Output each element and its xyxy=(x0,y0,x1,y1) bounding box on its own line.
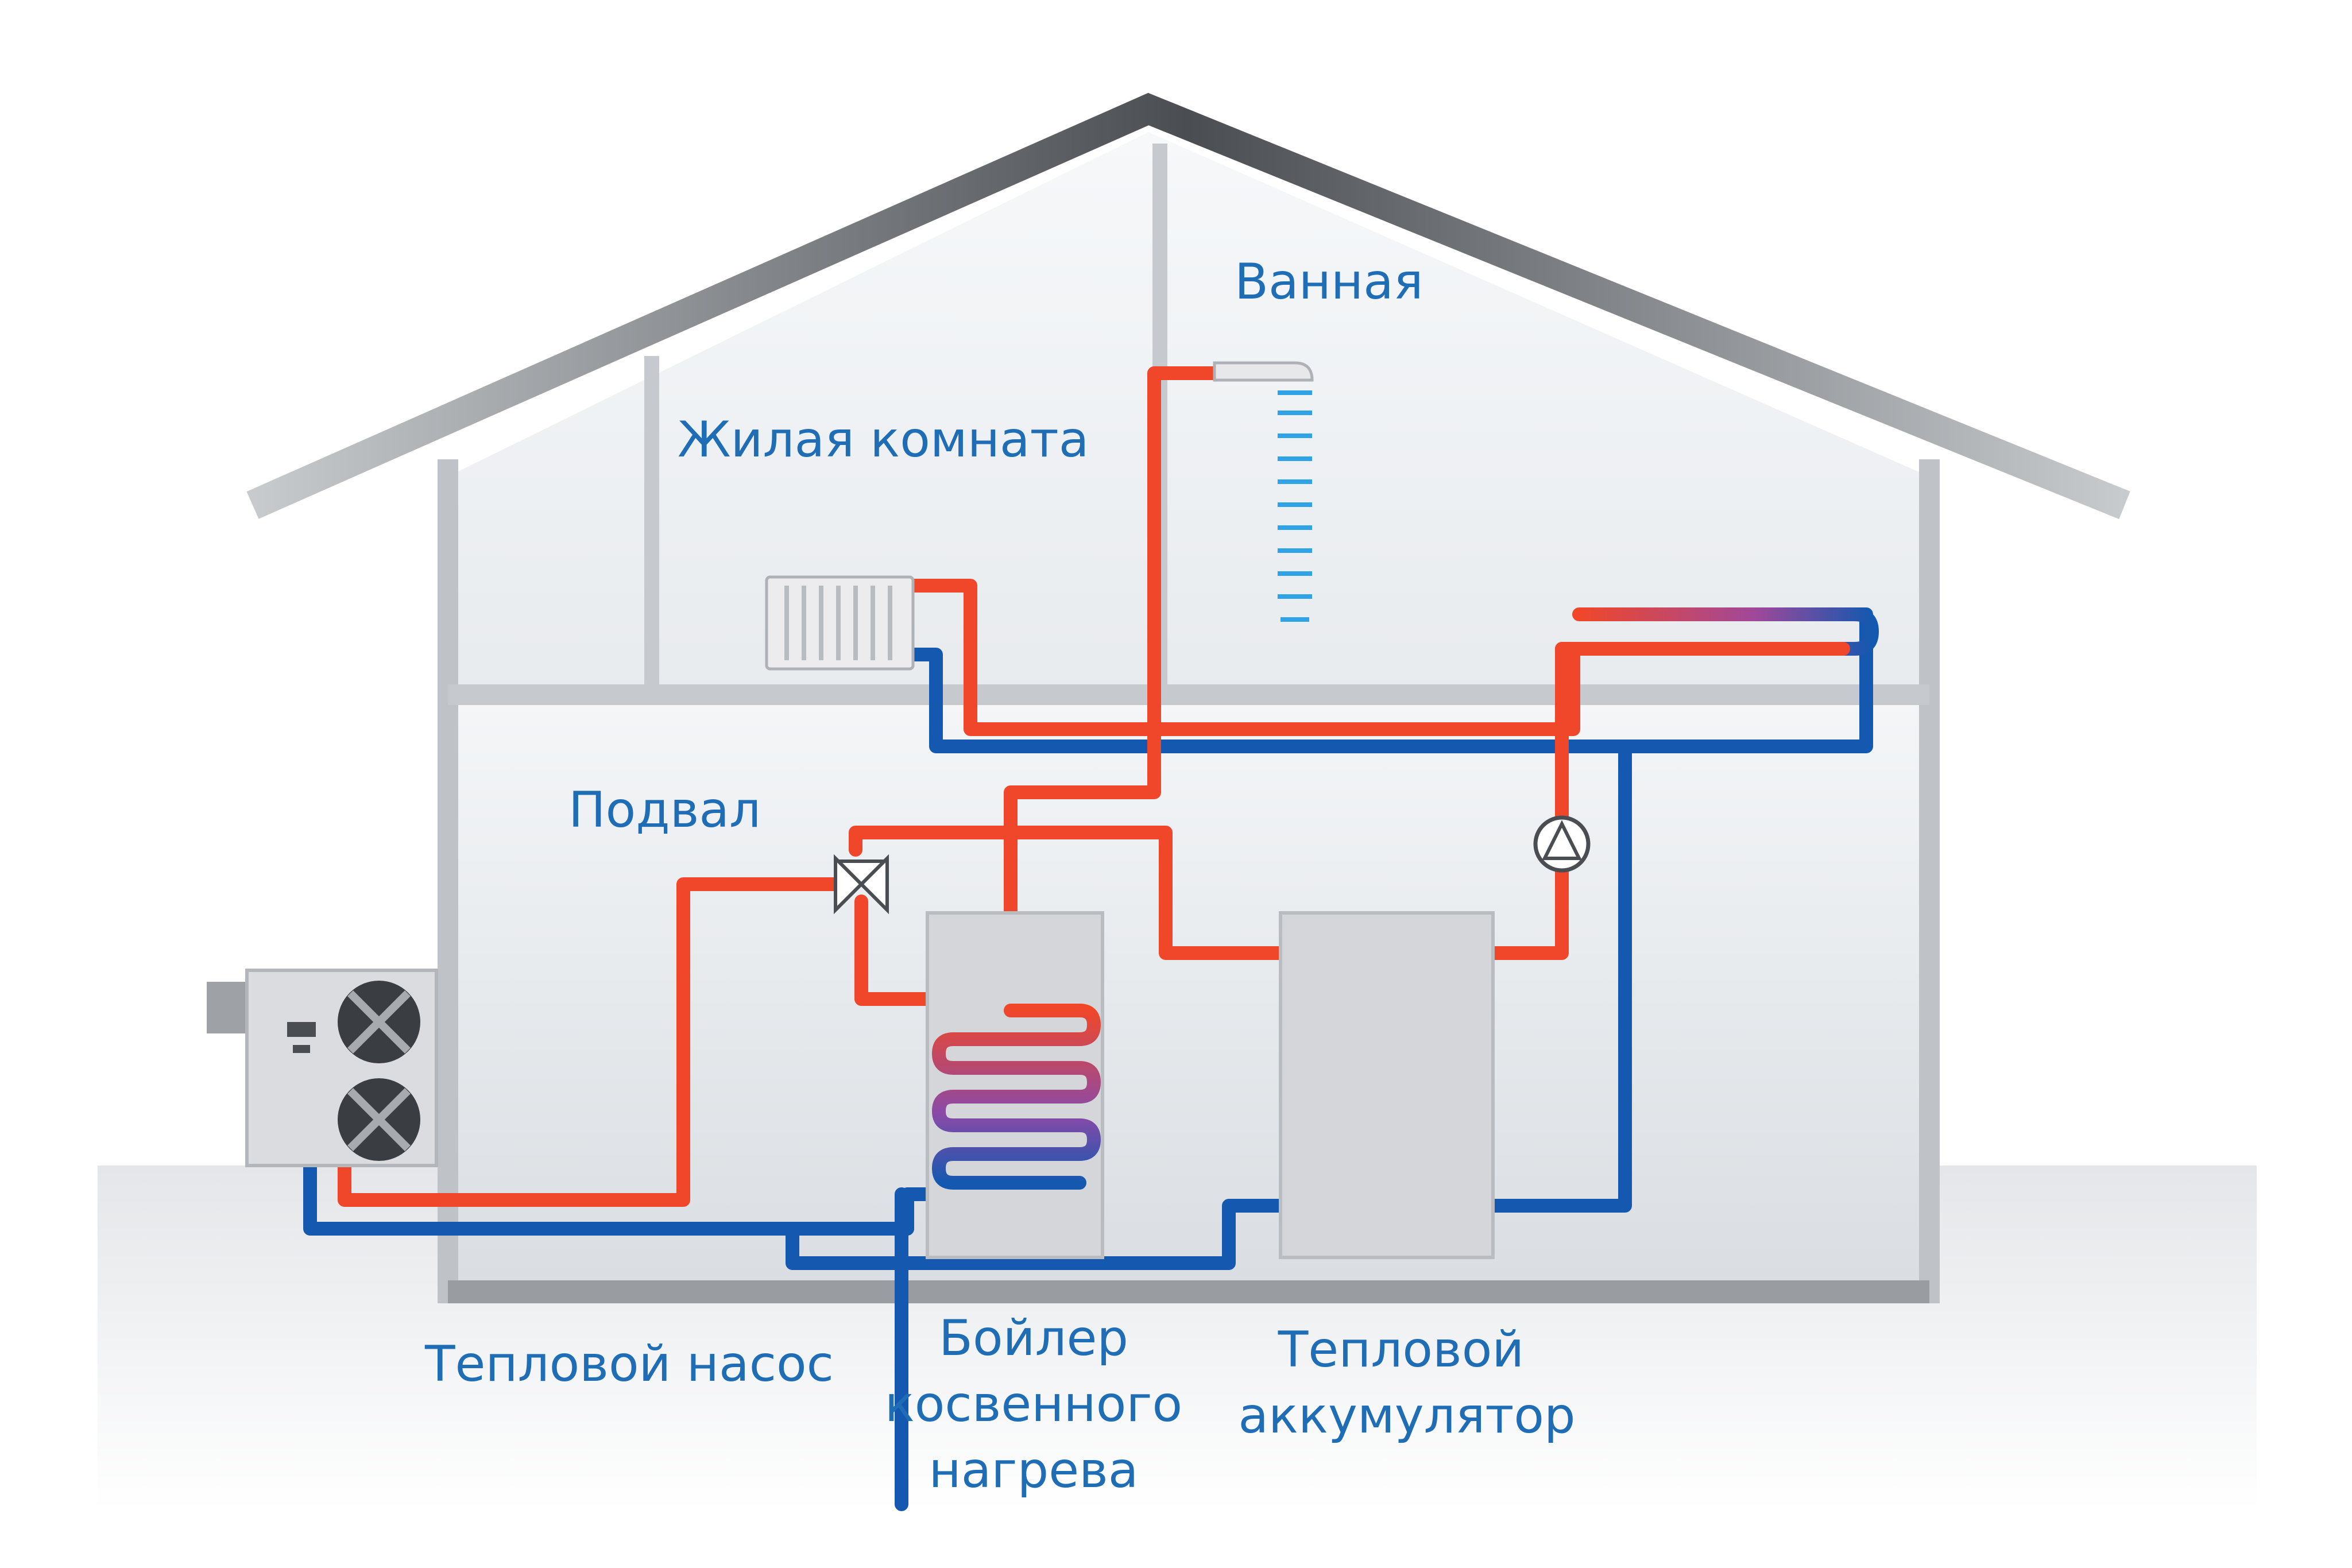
heat-accumulator-tank xyxy=(1279,911,1495,1259)
boiler-coil xyxy=(932,1004,1101,1190)
heat-pump-panel-2 xyxy=(293,1045,310,1053)
roof xyxy=(246,92,2130,520)
three-way-valve-icon xyxy=(834,854,889,915)
circulation-pump-icon xyxy=(1533,815,1591,873)
label-boiler-line-3: нагрева xyxy=(929,1442,1139,1499)
heat-pump-unit xyxy=(207,969,438,1167)
floor-heating-coil xyxy=(1572,607,1879,656)
fan-icon xyxy=(338,1078,420,1161)
house xyxy=(246,92,2130,1303)
radiator-icon xyxy=(765,575,915,671)
label-bathroom: Ванная xyxy=(1235,253,1423,311)
label-heat-pump: Тепловой насос xyxy=(424,1335,834,1393)
basement-fill xyxy=(448,695,1929,1303)
label-boiler-line-2: косвенного xyxy=(885,1376,1182,1433)
attic-fill xyxy=(448,132,1929,695)
indirect-boiler xyxy=(926,911,1104,1259)
hot-pipes xyxy=(338,366,1850,1207)
label-accumulator-line-2: аккумулятор xyxy=(1238,1387,1575,1445)
label-boiler-line-1: Бойлер xyxy=(939,1310,1128,1367)
heat-pump-panel xyxy=(287,1022,316,1037)
heat-pump-side xyxy=(207,982,247,1033)
shower-head-icon xyxy=(1213,361,1314,622)
label-accumulator-line-1: Тепловой xyxy=(1278,1321,1524,1379)
fan-icon xyxy=(338,981,420,1063)
label-basement: Подвал xyxy=(568,781,761,839)
label-living-room: Жилая комната xyxy=(678,411,1089,469)
boiler-tank xyxy=(926,911,1104,1259)
